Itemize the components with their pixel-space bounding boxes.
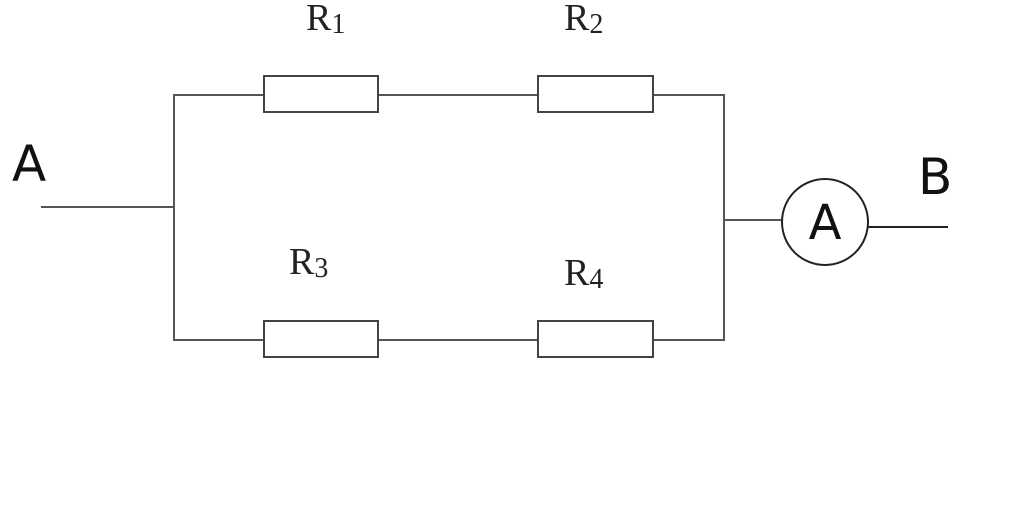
resistor-r3 [263,320,379,358]
resistor-r2-label: R2 [564,0,603,40]
resistor-r2-letter: R [564,0,590,39]
resistor-r1 [263,75,379,113]
resistor-r1-label: R1 [306,0,345,40]
resistor-r1-index: 1 [331,9,345,40]
resistor-r4-index: 4 [589,264,603,295]
resistor-r2-index: 2 [589,9,603,40]
resistor-r2 [537,75,654,113]
resistor-r4-letter: R [564,252,590,294]
resistor-r3-index: 3 [314,253,328,284]
terminal-a-label: A [12,135,46,193]
resistor-r3-letter: R [289,241,315,283]
resistor-r1-letter: R [306,0,332,39]
resistor-r4 [537,320,654,358]
resistor-r4-label: R4 [564,252,603,295]
ammeter-label: A [809,195,842,251]
ammeter-circle [781,178,869,266]
terminal-b-label: B [918,148,952,206]
resistor-r3-label: R3 [289,241,328,284]
